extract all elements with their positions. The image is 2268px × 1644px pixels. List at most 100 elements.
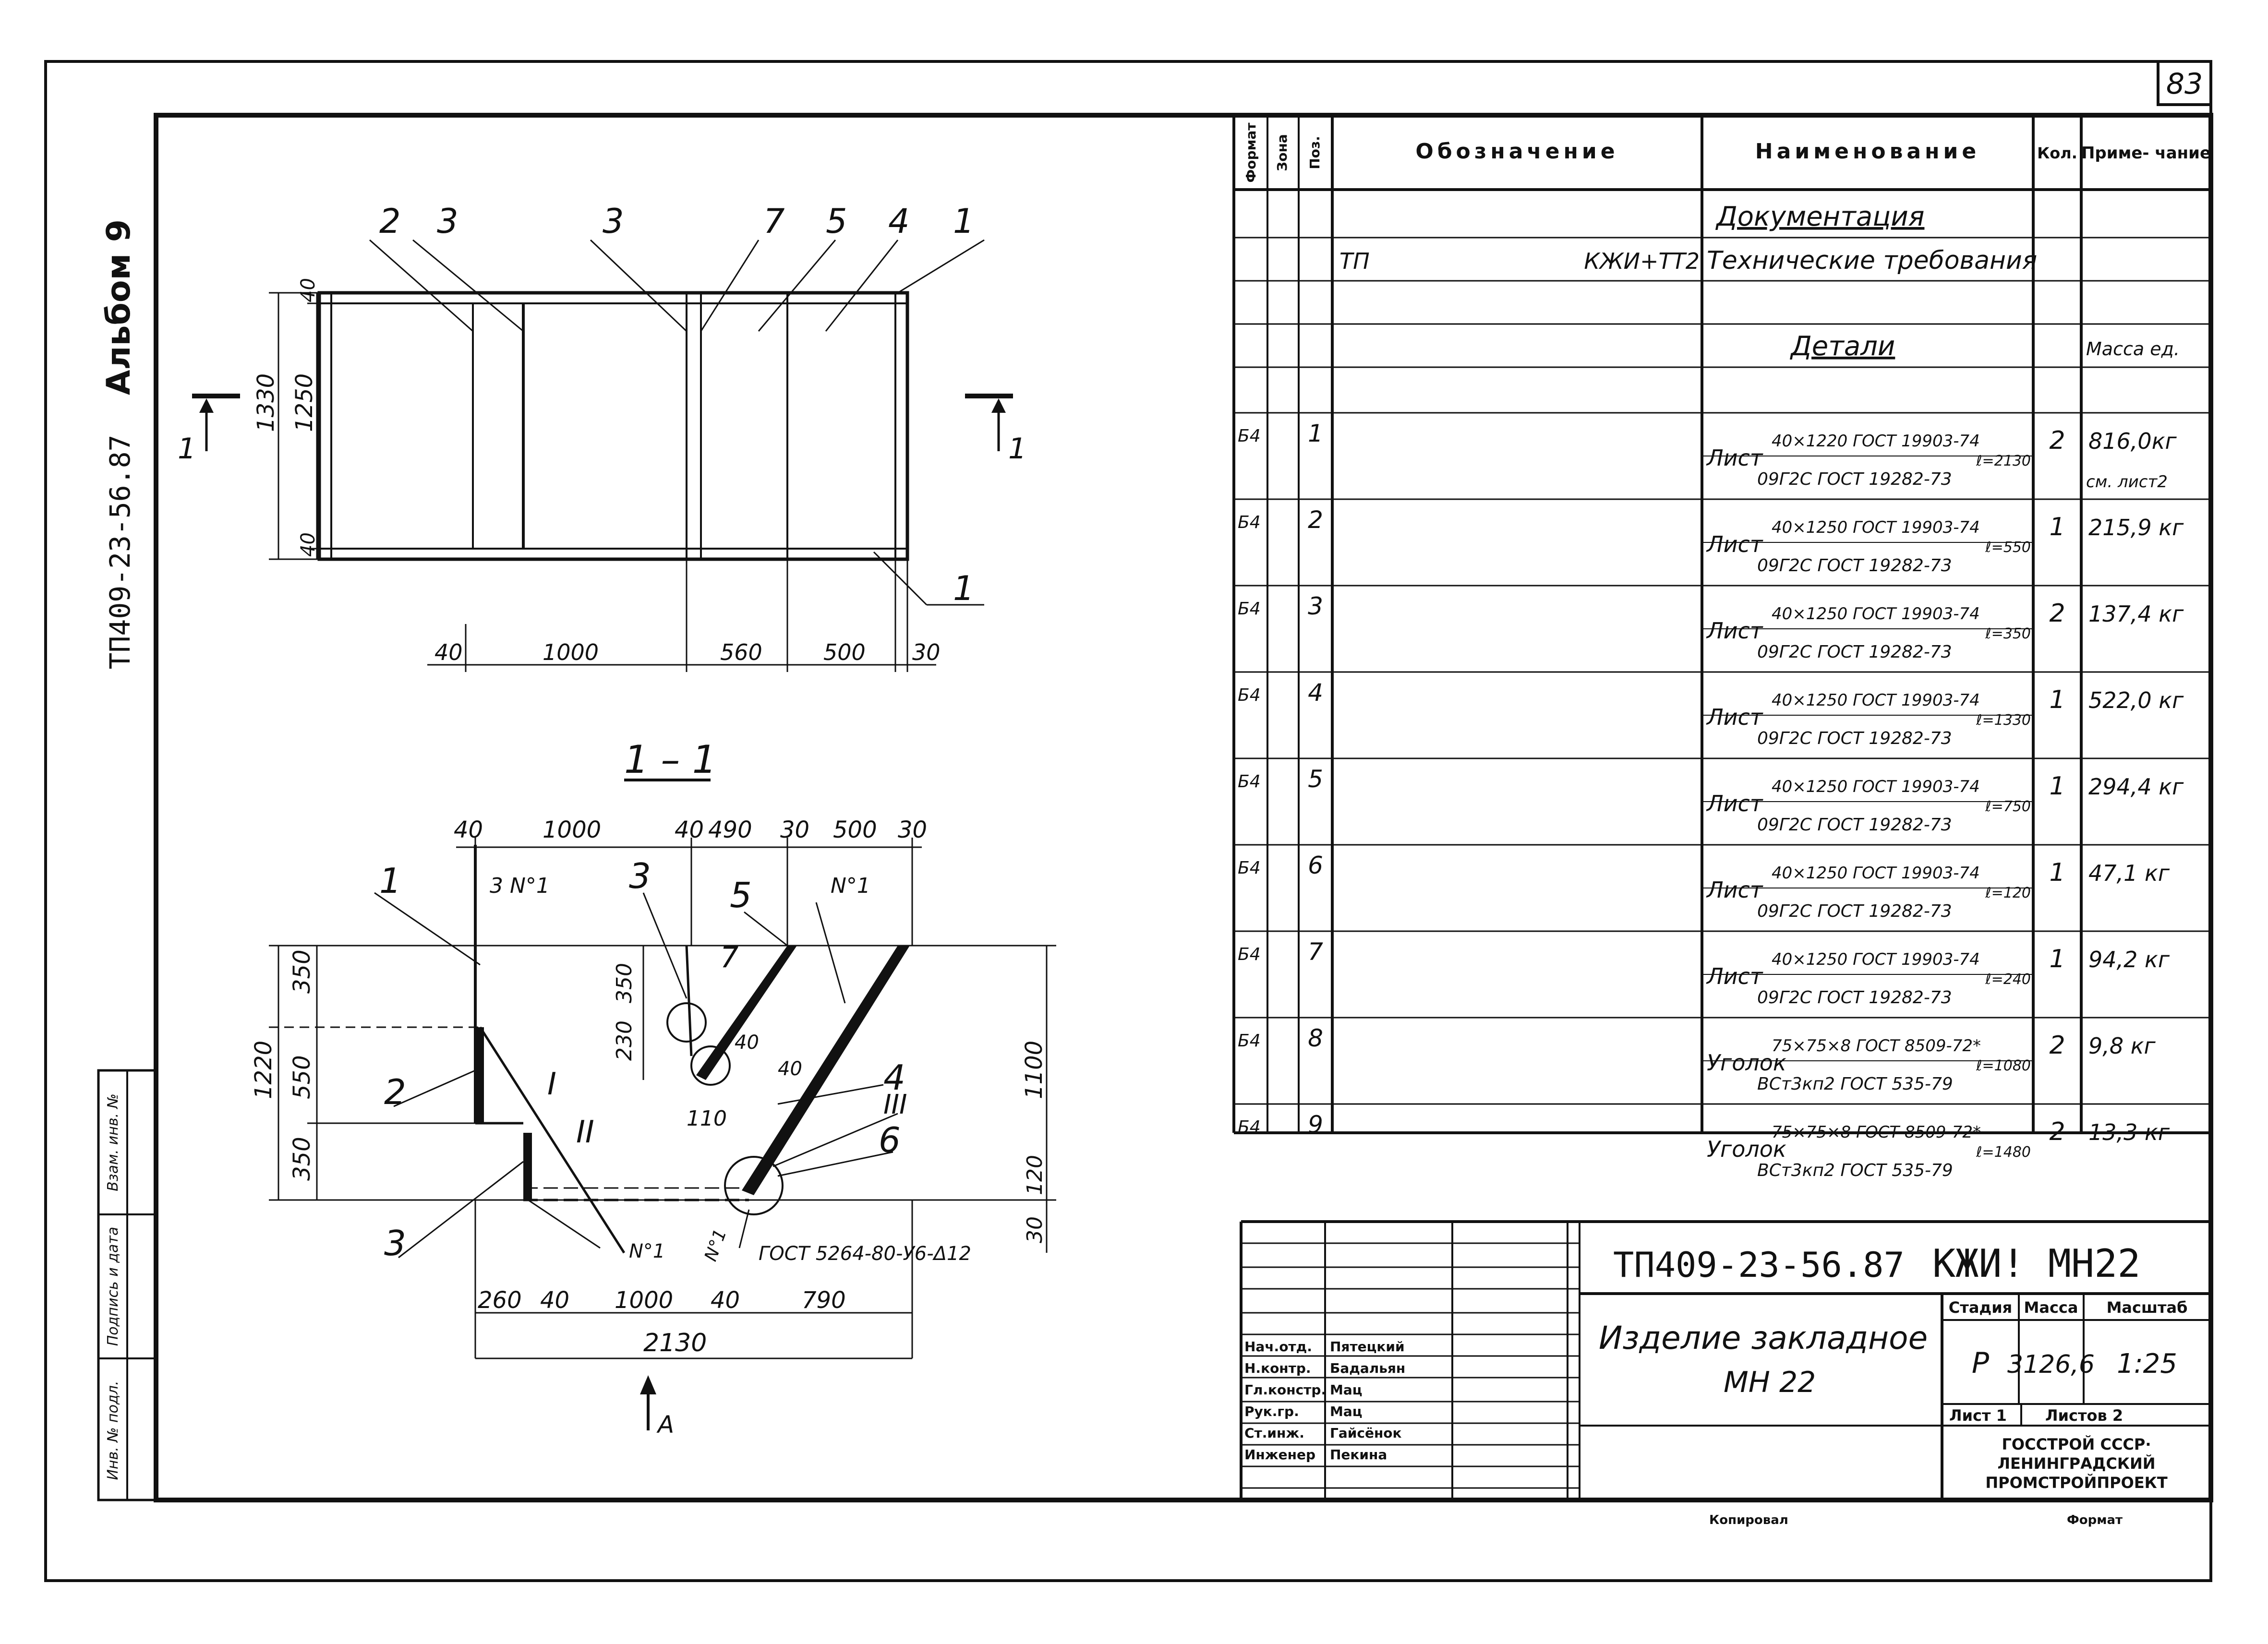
spec-note: 137,4 кг <box>2088 601 2184 627</box>
tb-scale-label: Масштаб <box>2107 1298 2188 1317</box>
spec-length: ℓ=350 <box>1985 625 2031 642</box>
spec-name-bottom: 09Г2С ГОСТ 19282-73 <box>1757 988 1952 1008</box>
sec-b-40a: 40 <box>540 1287 569 1314</box>
sec-pos-2: 2 <box>384 1072 406 1112</box>
spec-name-top: 40×1250 ГОСТ 19903-74 <box>1772 777 1980 796</box>
sec-top-30a: 30 <box>780 816 809 843</box>
sec-top-490: 490 <box>708 816 752 843</box>
spec-name-bottom: 09Г2С ГОСТ 19282-73 <box>1757 901 1952 921</box>
spec-format: Б4 <box>1238 858 1261 878</box>
tb-copied-label: Копировал <box>1709 1513 1788 1527</box>
sec-left-350b: 350 <box>289 1137 315 1181</box>
spec-format: Б4 <box>1238 685 1261 705</box>
spec-format: Б4 <box>1238 599 1261 619</box>
spec-pos: 8 <box>1308 1024 1323 1052</box>
plan-pos-7: 7 <box>763 202 785 241</box>
doc-row-prefix: ТП <box>1339 248 1370 274</box>
spec-name-top: 75×75×8 ГОСТ 8509-72* <box>1772 1123 1981 1142</box>
plan-dim-1330: 1330 <box>253 373 279 432</box>
tb-mass: 3126,6 <box>2007 1350 2095 1379</box>
tb-sheet-code: КЖИ! МН22 <box>1932 1241 2140 1286</box>
spec-pos: 4 <box>1308 679 1323 707</box>
spec-name-bottom: 09Г2С ГОСТ 19282-73 <box>1757 556 1952 576</box>
plan-dim-b-40: 40 <box>434 639 463 665</box>
spec-name: Лист <box>1706 445 1763 471</box>
spec-name-bottom: ВСт3кп2 ГОСТ 535-79 <box>1757 1074 1953 1094</box>
sec-right-1100: 1100 <box>1021 1041 1048 1099</box>
tb-sheet-label: Лист 1 <box>1949 1406 2007 1425</box>
spec-format: Б4 <box>1238 1117 1261 1137</box>
spec-qty: 2 <box>2049 599 2065 628</box>
spec-format: Б4 <box>1238 772 1261 792</box>
tb-stage: Р <box>1972 1346 1990 1380</box>
sec-in-40b: 40 <box>778 1058 802 1080</box>
spec-length: ℓ=750 <box>1985 798 2031 815</box>
plan-dim-40-bottom: 40 <box>297 532 319 557</box>
details-section-heading: Детали <box>1789 331 1895 362</box>
plan-pos-4: 4 <box>888 202 910 241</box>
inner-frame <box>154 113 2213 1502</box>
spec-length: ℓ=550 <box>1985 539 2031 556</box>
side-stamp: Взам. инв. № Подпись и дата Инв. № подл. <box>97 1069 157 1501</box>
spec-pos: 3 <box>1308 592 1323 620</box>
spec-qty: 1 <box>2049 858 2065 887</box>
tb-stage-label: Стадия <box>1949 1298 2012 1317</box>
plan-dim-b-1000: 1000 <box>543 639 599 665</box>
title-block-roles: Нач.отд.ПятецкийН.контр.БадальянГл.конст… <box>1244 1339 1405 1463</box>
spec-name: Лист <box>1706 877 1763 903</box>
tb-person: Мац <box>1330 1382 1363 1398</box>
doc-section-heading: Документация <box>1715 201 1924 232</box>
sec-right-30: 30 <box>1023 1216 1047 1243</box>
node-II: II <box>576 1115 594 1150</box>
col-designation-header: Обозначение <box>1415 139 1618 164</box>
side-code: ТП409-23-56.87 <box>104 435 136 670</box>
node-I: I <box>547 1067 556 1102</box>
spec-pos: 2 <box>1308 506 1323 534</box>
spec-name-top: 40×1220 ГОСТ 19903-74 <box>1772 432 1980 451</box>
section-mark-left: 1 <box>178 394 240 466</box>
spec-name: Уголок <box>1707 1050 1786 1076</box>
tb-sheets-label: Листов 2 <box>2045 1406 2123 1425</box>
sec-pos-3b: 3 <box>629 856 651 896</box>
spec-note: 94,2 кг <box>2088 947 2170 972</box>
spec-name: Лист <box>1706 531 1763 557</box>
tb-role: Рук.гр. <box>1244 1404 1299 1419</box>
section-mark-right: 1 <box>965 394 1026 466</box>
col-note-header: Приме- чание <box>2081 144 2211 163</box>
sec-left-350a: 350 <box>289 949 315 994</box>
tb-mass-label: Масса <box>2024 1298 2078 1317</box>
col-zone-header: Зона <box>1274 134 1290 171</box>
plan-dim-b-500: 500 <box>823 639 866 665</box>
tb-person: Пекина <box>1330 1447 1387 1463</box>
page-number: 83 <box>2166 67 2203 101</box>
spec-note: 215,9 кг <box>2088 515 2184 540</box>
spec-name: Уголок <box>1707 1136 1786 1162</box>
sec-in-230: 230 <box>612 1020 637 1061</box>
spec-length: ℓ=1330 <box>1976 712 2031 729</box>
spec-length: ℓ=1080 <box>1976 1057 2031 1074</box>
spec-pos: 9 <box>1308 1111 1323 1139</box>
spec-note: 816,0кг <box>2088 428 2177 454</box>
col-pos-header: Поз. <box>1307 136 1323 169</box>
spec-name-top: 40×1250 ГОСТ 19903-74 <box>1772 518 1980 537</box>
sec-left-1220: 1220 <box>250 1041 277 1099</box>
svg-text:1: 1 <box>178 432 196 466</box>
spec-table-grid <box>1232 115 2211 1134</box>
plan-pos-1b: 1 <box>953 569 975 608</box>
tb-role: Инженер <box>1244 1447 1315 1463</box>
col-name-header: Наименование <box>1755 139 1980 164</box>
spec-note: 9,8 кг <box>2088 1033 2156 1059</box>
plan-dim-b-560: 560 <box>720 639 762 665</box>
spec-qty: 1 <box>2049 513 2065 541</box>
spec-name: Лист <box>1706 618 1763 644</box>
tb-format-label: Формат <box>2067 1513 2123 1527</box>
spec-note-2: см. лист2 <box>2086 472 2168 492</box>
tb-person: Мац <box>1330 1404 1363 1419</box>
spec-note: 13,3 кг <box>2088 1119 2170 1145</box>
plan-pos-2: 2 <box>379 202 401 241</box>
spec-length: ℓ=240 <box>1985 971 2031 988</box>
